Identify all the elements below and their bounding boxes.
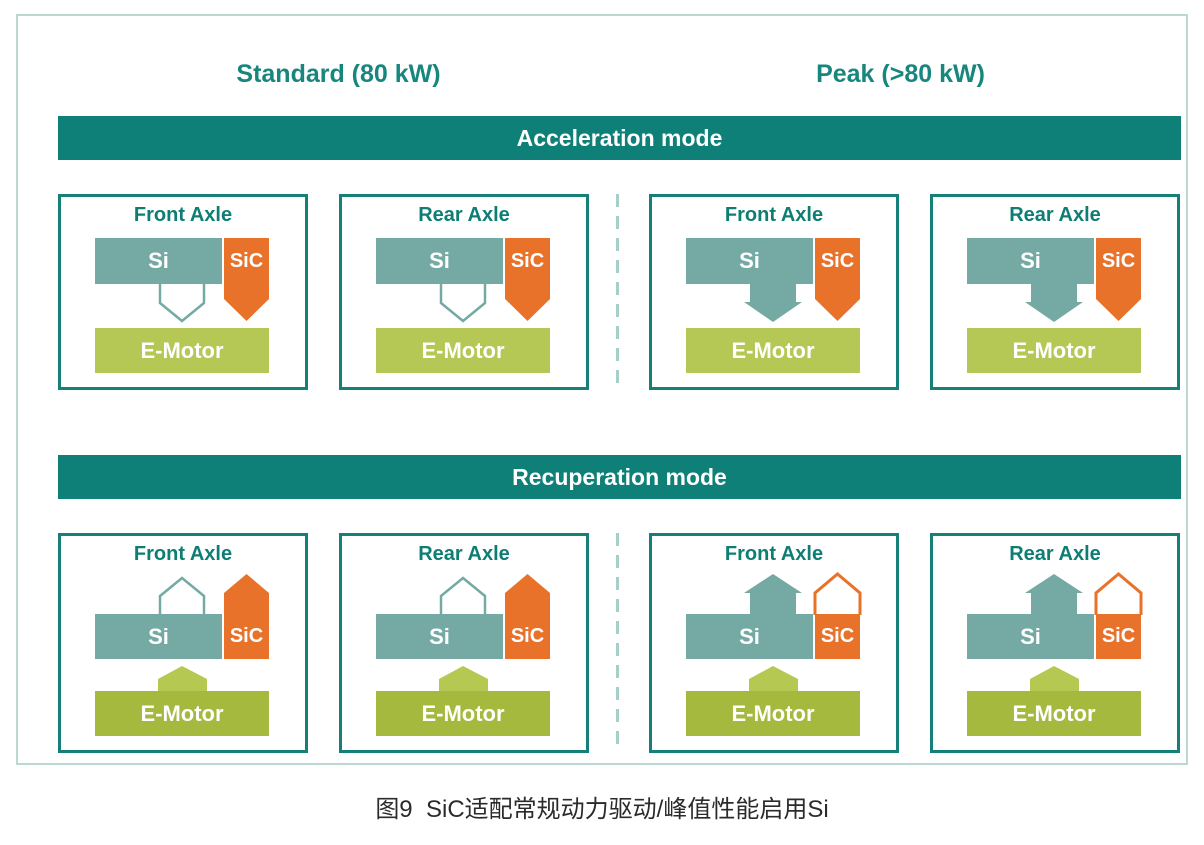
emotor-up-arrow-icon	[158, 666, 207, 691]
emotor-block	[95, 691, 269, 736]
panel-recuperation-standard-front-axle: Front Axle Si SiC E-Motor	[58, 533, 308, 753]
emotor-label: E-Motor	[421, 338, 505, 363]
column-divider-top	[616, 194, 619, 390]
emotor-block	[376, 691, 550, 736]
emotor-block	[967, 691, 1141, 736]
panel-acceleration-peak-front-axle: Front Axle Si SiC E-Motor	[649, 194, 899, 390]
panel-recuperation-standard-rear-axle: Rear Axle Si SiC E-Motor	[339, 533, 589, 753]
si-label: Si	[148, 248, 169, 273]
panel-acceleration-standard-front-axle: Front Axle Si SiC E-Motor	[58, 194, 308, 390]
column-header-standard: Standard (80 kW)	[236, 60, 441, 88]
sic-block-down-arrow-icon	[505, 238, 550, 321]
panel-title: Rear Axle	[418, 543, 510, 565]
si-block	[95, 238, 222, 284]
acceleration-peak-diagram	[967, 238, 1141, 373]
panel-recuperation-peak-rear-axle: Rear Axle Si SiC E-Motor	[930, 533, 1180, 753]
figure-caption: 图9 SiC适配常规动力驱动/峰值性能启用Si	[375, 796, 829, 823]
si-block	[967, 238, 1094, 284]
panel-recuperation-peak-front-axle: Front Axle Si SiC E-Motor	[649, 533, 899, 753]
sic-label: SiC	[229, 625, 264, 647]
si-label: Si	[148, 624, 169, 649]
sic-label: SiC	[229, 250, 264, 272]
si-label: Si	[429, 248, 450, 273]
emotor-label: E-Motor	[421, 701, 505, 726]
si-hollow-up-arrow-icon	[158, 576, 206, 614]
sic-block-down-arrow-icon	[815, 238, 860, 321]
sic-block-up-arrow-icon	[224, 574, 269, 659]
si-filled-up-arrow-icon	[1025, 574, 1083, 614]
panel-title: Front Axle	[133, 543, 233, 565]
recuperation-standard-diagram	[95, 574, 269, 736]
si-label: Si	[1020, 624, 1041, 649]
recuperation-peak-diagram	[686, 572, 862, 736]
si-label: Si	[739, 248, 760, 273]
si-label: Si	[739, 624, 760, 649]
panel-acceleration-standard-rear-axle: Rear Axle Si SiC E-Motor	[339, 194, 589, 390]
sic-label: SiC	[1101, 625, 1136, 647]
si-block	[95, 614, 222, 659]
sic-label: SiC	[820, 250, 855, 272]
acceleration-standard-diagram	[95, 238, 269, 373]
sic-hollow-up-arrow-icon	[1094, 572, 1143, 615]
emotor-label: E-Motor	[1012, 701, 1096, 726]
emotor-label: E-Motor	[140, 701, 224, 726]
sic-block-up-arrow-icon	[505, 574, 550, 659]
si-hollow-down-arrow-icon	[158, 284, 206, 323]
si-label: Si	[1020, 248, 1041, 273]
emotor-block	[95, 328, 269, 373]
si-block	[967, 614, 1094, 659]
sic-block-down-arrow-icon	[224, 238, 269, 321]
acceleration-mode-banner: Acceleration mode	[58, 116, 1181, 160]
si-label: Si	[429, 624, 450, 649]
si-block	[376, 614, 503, 659]
column-divider-bottom	[616, 533, 619, 753]
sic-block	[1096, 614, 1141, 659]
emotor-block	[686, 691, 860, 736]
sic-label: SiC	[510, 250, 545, 272]
emotor-label: E-Motor	[1012, 338, 1096, 363]
sic-block	[815, 614, 860, 659]
sic-label: SiC	[820, 625, 855, 647]
panel-title: Rear Axle	[1009, 543, 1101, 565]
panel-title: Rear Axle	[418, 204, 510, 226]
si-block	[376, 238, 503, 284]
panel-title: Front Axle	[724, 543, 824, 565]
recuperation-mode-banner: Recuperation mode	[58, 455, 1181, 499]
emotor-block	[376, 328, 550, 373]
panel-title: Rear Axle	[1009, 204, 1101, 226]
acceleration-peak-diagram	[686, 238, 860, 373]
column-header-peak: Peak (>80 kW)	[816, 60, 985, 88]
recuperation-standard-diagram	[376, 574, 550, 736]
sic-hollow-up-arrow-icon	[813, 572, 862, 615]
si-filled-down-arrow-icon	[744, 284, 802, 322]
emotor-label: E-Motor	[731, 338, 815, 363]
sic-label: SiC	[1101, 250, 1136, 272]
recuperation-mode-label: Recuperation mode	[512, 463, 727, 490]
recuperation-peak-diagram	[967, 572, 1143, 736]
panel-title: Front Axle	[724, 204, 824, 226]
si-hollow-down-arrow-icon	[439, 284, 487, 323]
emotor-block	[967, 328, 1141, 373]
sic-label: SiC	[510, 625, 545, 647]
panel-title: Front Axle	[133, 204, 233, 226]
emotor-label: E-Motor	[731, 701, 815, 726]
si-filled-up-arrow-icon	[744, 574, 802, 614]
figure-frame: Standard (80 kW) Peak (>80 kW) Accelerat…	[16, 14, 1188, 765]
emotor-block	[686, 328, 860, 373]
acceleration-mode-label: Acceleration mode	[516, 124, 723, 151]
acceleration-standard-diagram	[376, 238, 550, 373]
si-block	[686, 614, 813, 659]
emotor-up-arrow-icon	[749, 666, 798, 691]
si-hollow-up-arrow-icon	[439, 576, 487, 614]
emotor-up-arrow-icon	[1030, 666, 1079, 691]
panel-acceleration-peak-rear-axle: Rear Axle Si SiC E-Motor	[930, 194, 1180, 390]
emotor-up-arrow-icon	[439, 666, 488, 691]
sic-block-down-arrow-icon	[1096, 238, 1141, 321]
si-block	[686, 238, 813, 284]
emotor-label: E-Motor	[140, 338, 224, 363]
si-filled-down-arrow-icon	[1025, 284, 1083, 322]
